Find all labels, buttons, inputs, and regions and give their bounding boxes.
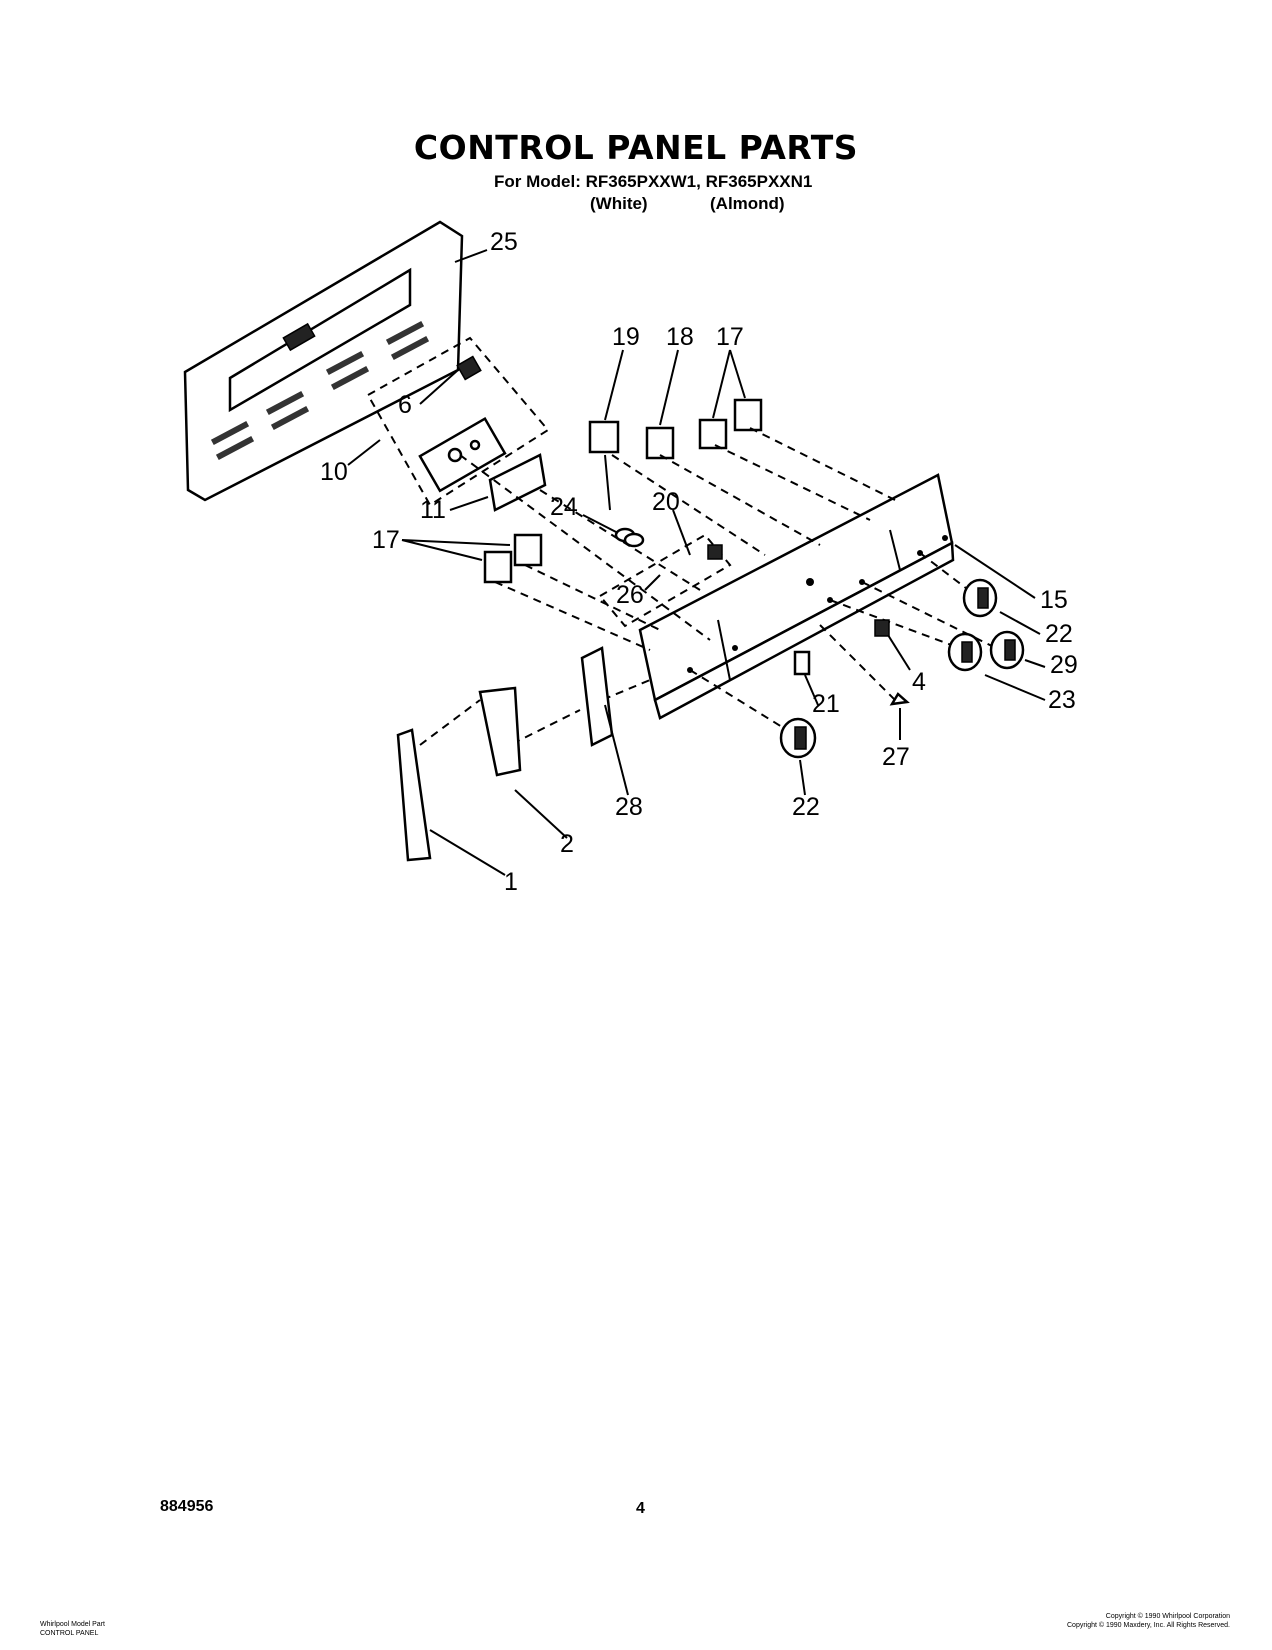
callout-2: 2 [560,830,574,858]
callout-21: 21 [812,690,840,718]
callout-26: 26 [616,581,644,609]
part-23-knob [947,632,983,672]
part-22-knob-top [962,578,998,618]
callout-11: 11 [420,496,446,524]
part-10-clock-group [366,336,550,512]
footer-right-line2: Copyright © 1990 Maxdery, Inc. All Right… [1067,1622,1230,1629]
part-18-switch [645,426,675,460]
leader-lines [419,427,1001,751]
callout-17-top: 17 [716,323,744,351]
callout-15: 15 [1040,586,1068,614]
variant-white: (White) [590,194,648,213]
part-25-console-back [183,220,464,502]
callout-18: 18 [666,323,694,351]
footer-right: Copyright © 1990 Whirlpool Corporation C… [1010,1612,1230,1630]
callout-27: 27 [882,743,910,771]
model-numbers: For Model: RF365PXXW1, RF365PXXN1 [494,172,813,191]
callout-labels: 25 19 18 17 6 10 11 24 20 17 26 15 22 29… [320,228,1078,896]
callout-28: 28 [615,793,643,821]
callout-20: 20 [652,488,680,516]
part-28-bracket [580,646,614,747]
callout-19: 19 [612,323,640,351]
part-24-clip [614,527,645,548]
callout-23: 23 [1048,686,1076,714]
part-2-bracket [478,686,522,777]
part-19-switch [588,420,620,511]
callout-leaders [347,249,1046,876]
callout-1: 1 [504,868,518,896]
callout-4: 4 [912,668,926,696]
footer-left-line2: CONTROL PANEL [40,1630,99,1637]
callout-22-top: 22 [1045,620,1073,648]
part-1-bracket [396,728,432,862]
page-number: 4 [636,1500,645,1517]
callout-22-bottom: 22 [792,793,820,821]
callout-17-lower: 17 [372,526,400,554]
footer-left: Whirlpool Model Part CONTROL PANEL [40,1620,105,1638]
callout-10: 10 [320,458,348,486]
part-21-bracket [793,650,811,676]
callout-29: 29 [1050,651,1078,679]
part-17-switches-lower [483,533,543,584]
page-title: CONTROL PANEL PARTS [413,128,859,167]
part-20-harness [598,533,732,628]
callout-24: 24 [550,493,578,521]
part-15-control-panel [638,473,955,720]
document-code: 884956 [160,1498,214,1515]
part-17-switches-top [698,398,763,450]
part-27-cap [889,692,910,706]
callout-25: 25 [490,228,518,256]
part-4-clip [874,619,890,637]
part-22-knob-bottom [779,717,817,759]
footer-left-line1: Whirlpool Model Part [40,1621,105,1628]
variant-almond: (Almond) [710,194,785,213]
callout-6: 6 [398,391,412,419]
part-29-knob [989,630,1025,670]
footer-right-line1: Copyright © 1990 Whirlpool Corporation [1105,1613,1230,1620]
